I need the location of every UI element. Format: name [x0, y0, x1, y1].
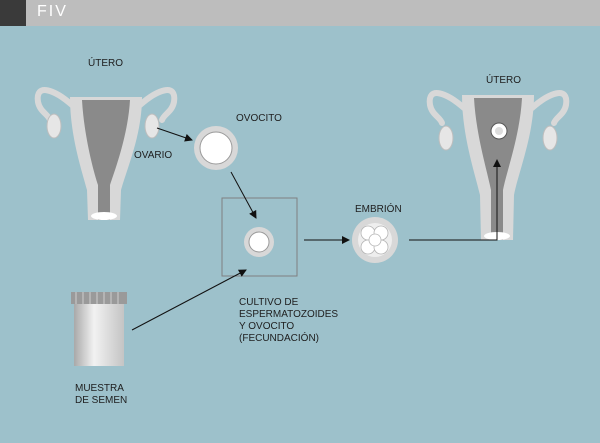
label-ovary: OVARIO — [134, 150, 173, 161]
label-semen-line-2: DE SEMEN — [75, 395, 128, 406]
ovary-right — [542, 125, 558, 151]
header-bar: FIV — [0, 0, 600, 26]
implanted-embryo-core — [495, 127, 503, 135]
header-tab — [0, 0, 26, 26]
diagram-canvas — [34, 87, 570, 366]
arrow-embryo-to-uterus — [409, 159, 501, 241]
fallopian-tube-right — [137, 87, 178, 123]
label-semen-sample: MUESTRA DE SEMEN — [75, 383, 127, 407]
oocyte-illustration — [194, 126, 238, 170]
embryo-illustration — [352, 217, 398, 263]
uterus-cavity — [474, 98, 522, 240]
label-culture: CULTIVO DE ESPERMATOZOIDES Y OVOCITO (FE… — [239, 297, 338, 345]
label-culture-line-1: CULTIVO DE — [239, 297, 299, 308]
label-semen-line-1: MUESTRA — [75, 383, 124, 394]
ovary-left — [46, 113, 62, 139]
label-culture-line-2: ESPERMATOZOIDES — [239, 309, 339, 320]
label-embryo: EMBRIÓN — [355, 204, 402, 215]
uterus-cavity — [82, 100, 130, 220]
arrow-oocyte-to-culture — [230, 171, 257, 219]
label-oocyte: OVOCITO — [236, 113, 282, 124]
diagram-title: FIV — [37, 3, 68, 20]
label-uterus-right: ÚTERO — [486, 75, 521, 86]
uterus-left-illustration — [34, 87, 178, 220]
ovary-left — [438, 125, 454, 151]
cervix-opening — [91, 212, 117, 220]
fallopian-tube-left — [34, 87, 75, 123]
culture-dish-frame — [221, 197, 298, 277]
tube-body — [74, 304, 124, 366]
uterus-right-illustration — [426, 90, 570, 240]
label-uterus-left: ÚTERO — [88, 58, 123, 69]
tube-cap — [71, 292, 127, 304]
ovary-right — [144, 113, 160, 139]
fallopian-tube-right — [529, 90, 570, 126]
fallopian-tube-left — [426, 90, 467, 126]
label-culture-line-4: (FECUNDACIÓN) — [239, 333, 319, 344]
arrow-semen-to-culture — [131, 269, 247, 331]
fertilized-oocyte-illustration — [244, 227, 274, 257]
label-culture-line-3: Y OVOCITO — [239, 321, 295, 332]
arrow-ovary-to-oocyte — [156, 127, 193, 142]
semen-sample-tube — [71, 292, 127, 366]
